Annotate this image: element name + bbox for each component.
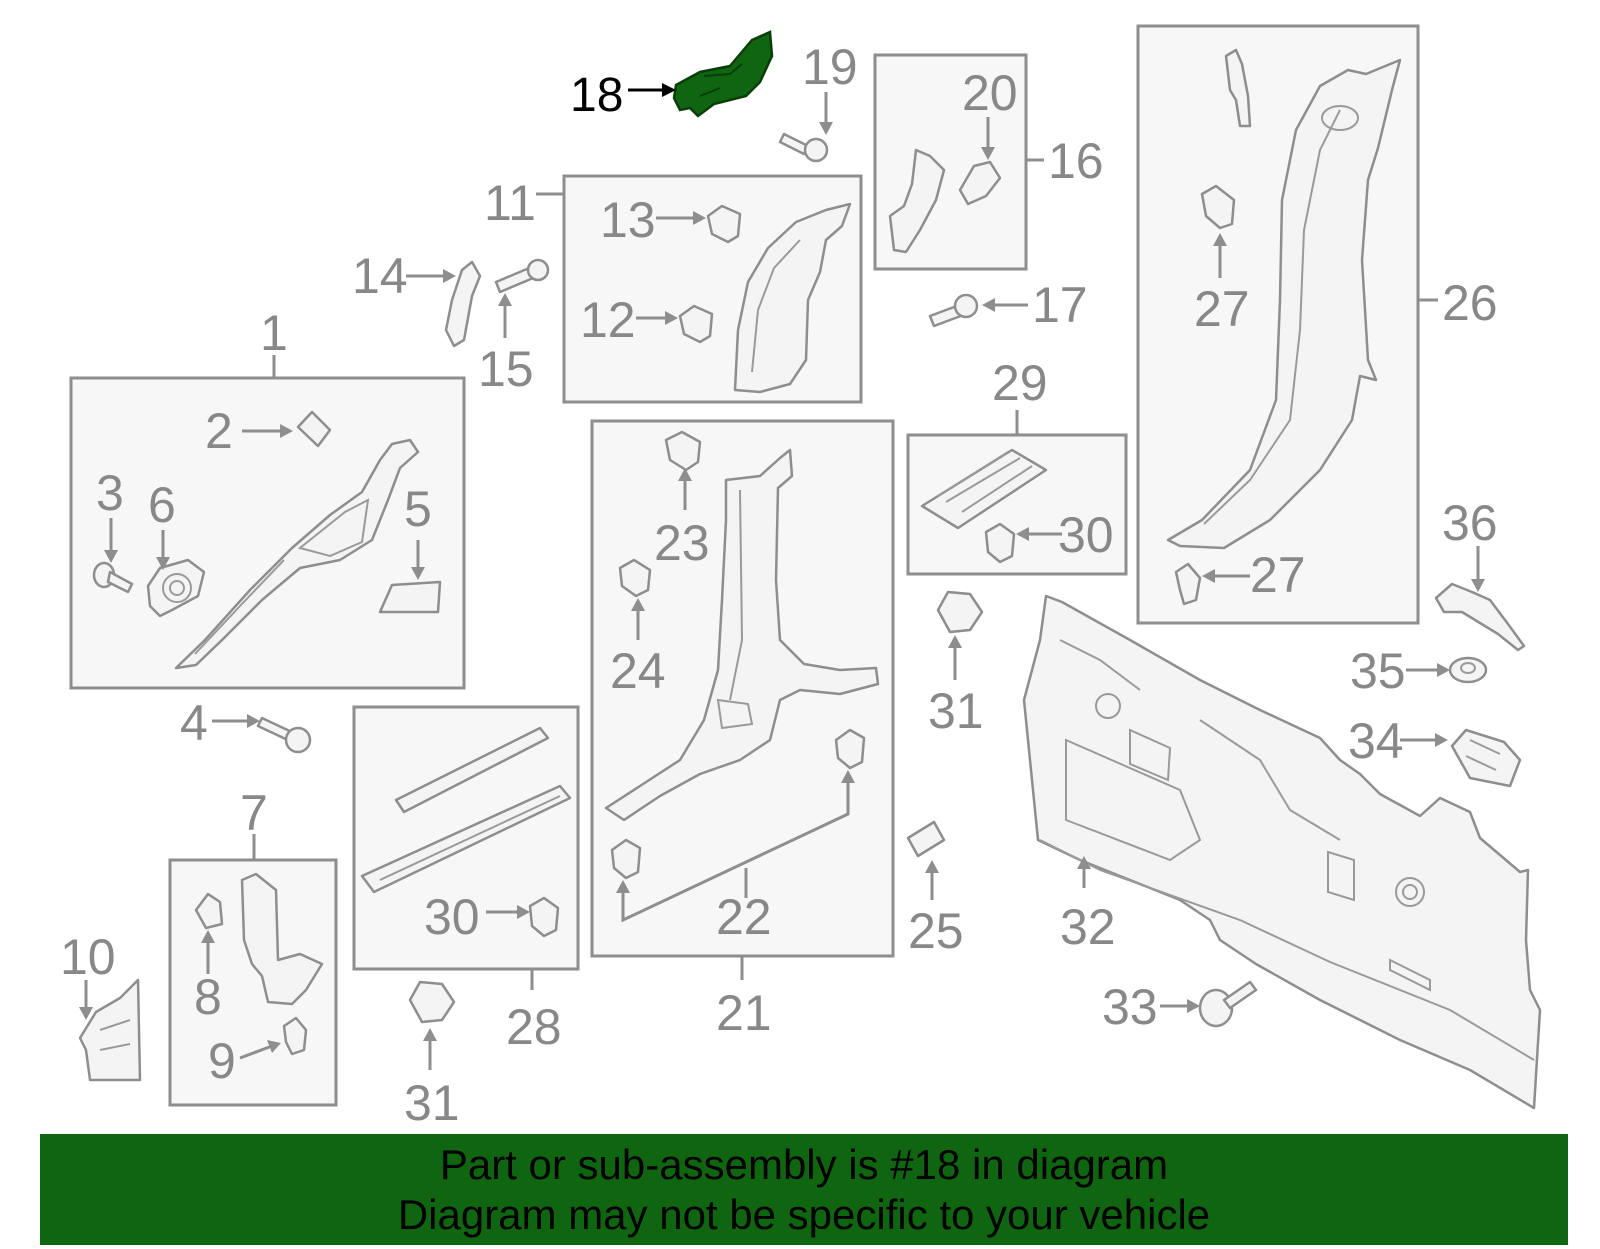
callout-10: 10 <box>60 929 116 985</box>
part-2-clip[interactable] <box>296 410 332 448</box>
part-27-upper-retainer[interactable] <box>1224 48 1252 128</box>
callout-31-lower: 31 <box>404 1075 460 1131</box>
part-15-bolt[interactable] <box>494 258 550 294</box>
callout-33: 33 <box>1102 979 1158 1035</box>
part-29-scuff-plate[interactable] <box>920 448 1048 530</box>
part-36-bracket[interactable] <box>1434 582 1526 652</box>
part-31-clip-upper[interactable] <box>936 590 984 634</box>
callout-27-upper: 27 <box>1194 281 1250 337</box>
part-22-clip-left[interactable] <box>610 838 642 880</box>
part-1-a-pillar-trim[interactable] <box>174 438 420 670</box>
part-13-clip[interactable] <box>706 204 742 244</box>
callout-17: 17 <box>1032 277 1088 333</box>
callout-6: 6 <box>148 477 176 533</box>
part-34-cap[interactable] <box>1450 728 1522 788</box>
part-5-cap[interactable] <box>378 580 442 614</box>
callout-1: 1 <box>260 305 288 361</box>
callout-14: 14 <box>352 248 408 304</box>
part-31-clip-lower[interactable] <box>408 980 456 1024</box>
banner-line-2: Diagram may not be specific to your vehi… <box>397 1190 1211 1238</box>
callout-31-upper: 31 <box>928 683 984 739</box>
part-20-clip[interactable] <box>958 160 1002 206</box>
part-30-clip-lower[interactable] <box>528 896 560 938</box>
part-16-bracket[interactable] <box>888 148 946 254</box>
callout-19: 19 <box>802 39 858 95</box>
callout-13: 13 <box>600 192 656 248</box>
part-30-clip-upper[interactable] <box>984 522 1016 564</box>
callout-11: 11 <box>484 175 536 231</box>
part-7-trim-panel[interactable] <box>240 872 324 1006</box>
callout-5: 5 <box>404 481 432 537</box>
callout-22: 22 <box>716 889 772 945</box>
part-27-lower-retainer[interactable] <box>1174 562 1202 606</box>
info-banner: Part or sub-assembly is #18 in diagram D… <box>40 1134 1568 1245</box>
callout-28: 28 <box>506 999 562 1055</box>
part-32-rear-panel[interactable] <box>1022 594 1542 1110</box>
part-3-fastener[interactable] <box>92 561 134 594</box>
part-10-bracket[interactable] <box>78 978 142 1082</box>
part-19-screw[interactable] <box>778 132 829 163</box>
callout-35: 35 <box>1350 643 1406 699</box>
part-18-bracket[interactable] <box>672 30 774 118</box>
part-25-clip[interactable] <box>906 820 946 858</box>
callout-16: 16 <box>1048 133 1104 189</box>
part-8-clip[interactable] <box>194 892 224 930</box>
part-35-nut[interactable] <box>1448 656 1488 684</box>
callout-29: 29 <box>992 355 1048 411</box>
part-14-bracket[interactable] <box>444 260 482 348</box>
part-28-scuff-strip-lower[interactable] <box>360 784 572 894</box>
callout-7: 7 <box>240 785 268 841</box>
callout-36: 36 <box>1442 495 1498 551</box>
banner-line-1: Part or sub-assembly is #18 in diagram <box>439 1140 1169 1188</box>
part-22-clip-right[interactable] <box>834 728 866 770</box>
callout-25: 25 <box>908 903 964 959</box>
part-27-mid-retainer[interactable] <box>1200 184 1236 230</box>
part-24-clip[interactable] <box>618 558 652 598</box>
part-12-clip[interactable] <box>678 304 714 344</box>
callout-21: 21 <box>716 985 772 1041</box>
callout-30-upper: 30 <box>1058 507 1114 563</box>
callout-24: 24 <box>610 643 666 699</box>
part-11-b-pillar-upper-trim[interactable] <box>733 202 852 394</box>
part-9-clip[interactable] <box>282 1016 308 1056</box>
callout-9: 9 <box>208 1033 236 1089</box>
part-26-c-pillar-trim[interactable] <box>1166 58 1402 550</box>
part-21-b-pillar-lower-trim[interactable] <box>604 448 880 822</box>
callout-20: 20 <box>962 65 1018 121</box>
part-23-clip[interactable] <box>664 430 702 472</box>
callout-32: 32 <box>1060 899 1116 955</box>
callout-27-lower: 27 <box>1250 547 1306 603</box>
callout-23: 23 <box>654 515 710 571</box>
part-33-plug[interactable] <box>1198 980 1258 1028</box>
part-28-scuff-strip-upper[interactable] <box>394 726 550 814</box>
callout-15: 15 <box>478 341 534 397</box>
part-6-speaker-bracket[interactable] <box>146 558 206 618</box>
callout-26: 26 <box>1442 275 1498 331</box>
part-4-bolt[interactable] <box>256 716 312 754</box>
callout-30-lower: 30 <box>424 889 480 945</box>
callout-2: 2 <box>205 403 233 459</box>
part-17-bolt[interactable] <box>928 293 979 328</box>
callout-12: 12 <box>580 292 636 348</box>
callout-18: 18 <box>570 69 623 122</box>
callout-8: 8 <box>194 969 222 1025</box>
callout-34: 34 <box>1348 713 1404 769</box>
callout-4: 4 <box>180 695 208 751</box>
callout-3: 3 <box>96 465 124 521</box>
